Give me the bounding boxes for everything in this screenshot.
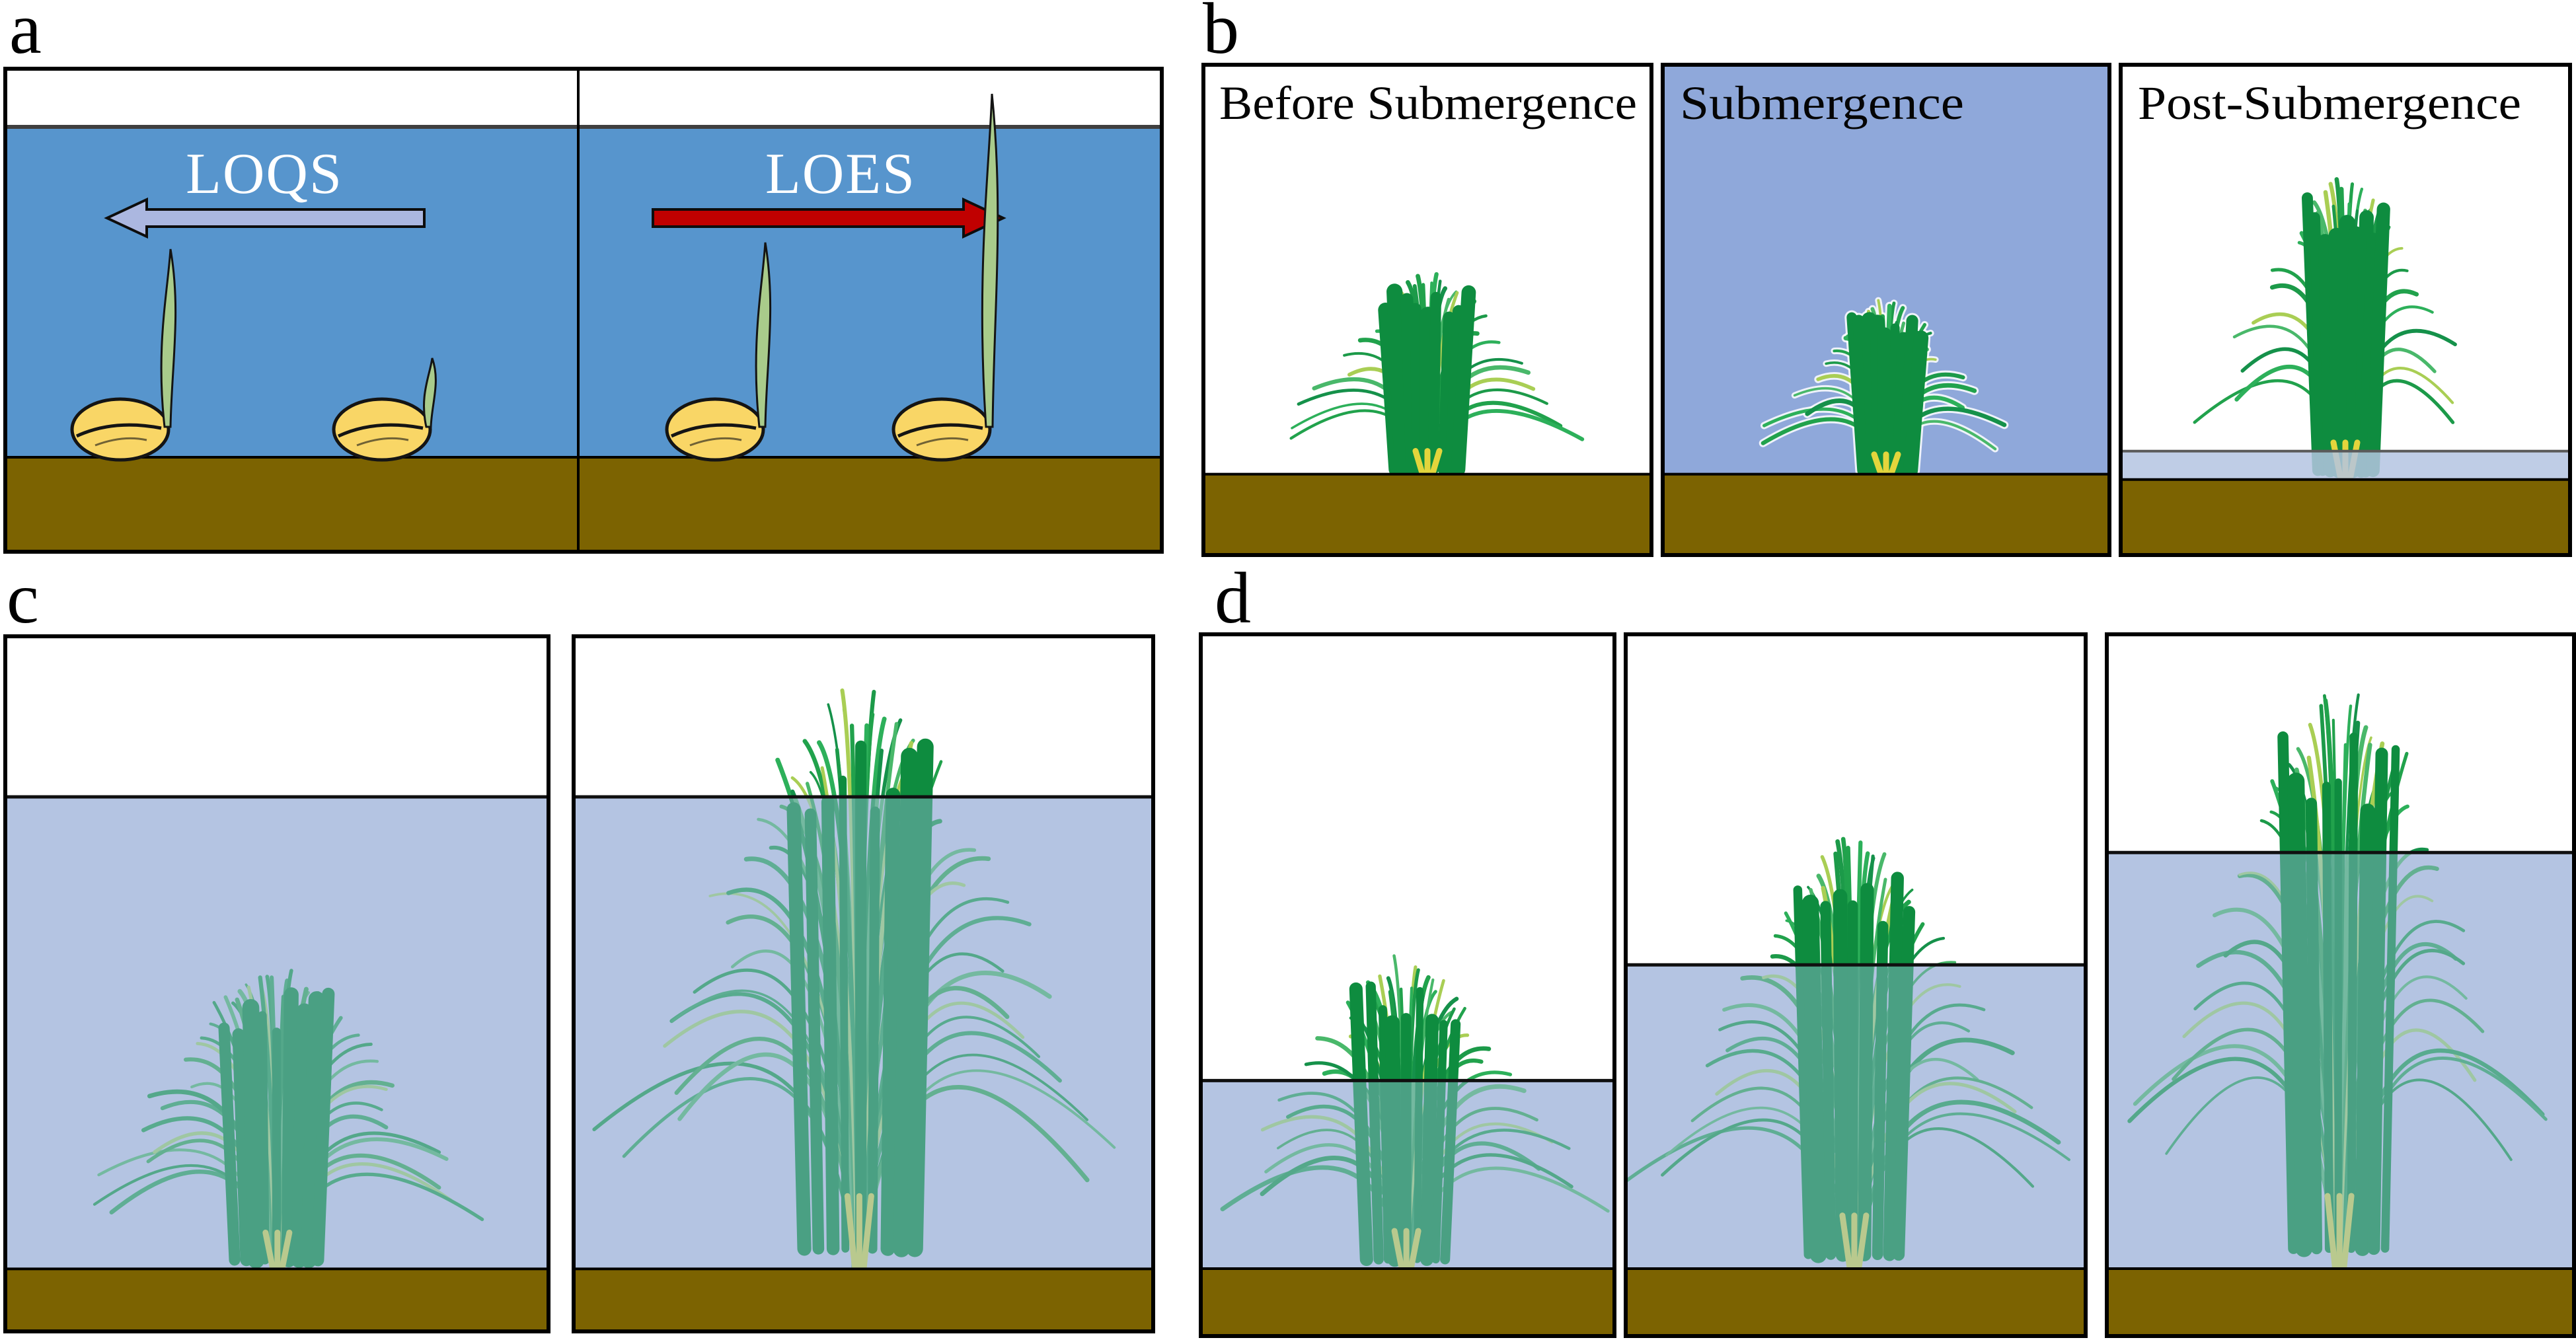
panel-box — [1661, 63, 2111, 557]
panel-box — [572, 634, 1155, 1333]
panel-d2-scene — [1624, 632, 2088, 1338]
rice-plant — [2259, 693, 2429, 853]
rice-plant — [93, 969, 484, 1271]
seedling-shoot — [423, 357, 437, 428]
panel-box — [2119, 63, 2572, 557]
panel-d3-scene — [2105, 632, 2576, 1338]
soil-layer — [1203, 474, 1651, 555]
panel-b3-scene — [2119, 63, 2572, 557]
water-layer — [5, 127, 1162, 457]
scenes-layer — [3, 63, 2576, 1338]
panel-box — [3, 67, 1164, 554]
rice-plant — [2127, 852, 2548, 1271]
seedling-shoot — [755, 242, 772, 428]
rice-seed — [665, 242, 772, 462]
loes-arrow — [652, 197, 1006, 239]
panel-box — [2105, 632, 2576, 1338]
panel-box — [3, 634, 550, 1333]
panel-label-c: c — [7, 558, 39, 638]
soil-layer — [5, 1269, 549, 1331]
soil-layer — [5, 457, 1162, 552]
panel-b2-scene — [1661, 63, 2111, 557]
panel-box — [1201, 63, 1653, 557]
soil-layer — [1663, 474, 2109, 555]
seedling-shoot — [981, 93, 999, 428]
rice-plant — [1759, 297, 2009, 476]
panel-label-d: d — [1215, 558, 1251, 638]
seedling-shoot — [160, 248, 177, 428]
rice-plant — [592, 797, 1116, 1271]
rice-plant — [1304, 954, 1513, 1081]
rice-plant — [1626, 965, 2070, 1271]
soil-layer — [574, 1269, 1153, 1331]
panel-c1-scene — [3, 634, 550, 1333]
b3-title: Post-Submergence — [2138, 77, 2521, 130]
panel-label-a: a — [9, 0, 42, 69]
soil-layer — [1626, 1269, 2086, 1336]
rice-seed — [891, 93, 999, 462]
rice-seed — [70, 248, 177, 462]
panel-a-scene — [3, 67, 1164, 554]
rice-seed — [332, 357, 437, 462]
panel-b1-scene — [1201, 63, 1653, 557]
rice-plant — [775, 688, 943, 798]
water-layer — [2121, 451, 2570, 480]
rice-plant — [1289, 272, 1585, 476]
panel-box — [1199, 632, 1616, 1338]
soil-layer — [1201, 1269, 1614, 1336]
loqs-arrow — [104, 197, 426, 239]
rice-plant — [1220, 1080, 1610, 1271]
loes-title: LOES — [765, 142, 916, 206]
b2-title: Submergence — [1680, 77, 1964, 130]
panel-d1-scene — [1199, 632, 1616, 1338]
b1-title: Before Submergence — [1219, 77, 1637, 130]
soil-layer — [2121, 479, 2570, 555]
soil-layer — [2107, 1269, 2574, 1336]
panel-c2-scene — [572, 634, 1155, 1333]
panel-label-b: b — [1203, 0, 1239, 69]
labels-layer: a b c d LOQS LOES Before Submergence Sub… — [7, 0, 2521, 638]
panel-box — [1624, 632, 2088, 1338]
loqs-title: LOQS — [186, 142, 343, 206]
